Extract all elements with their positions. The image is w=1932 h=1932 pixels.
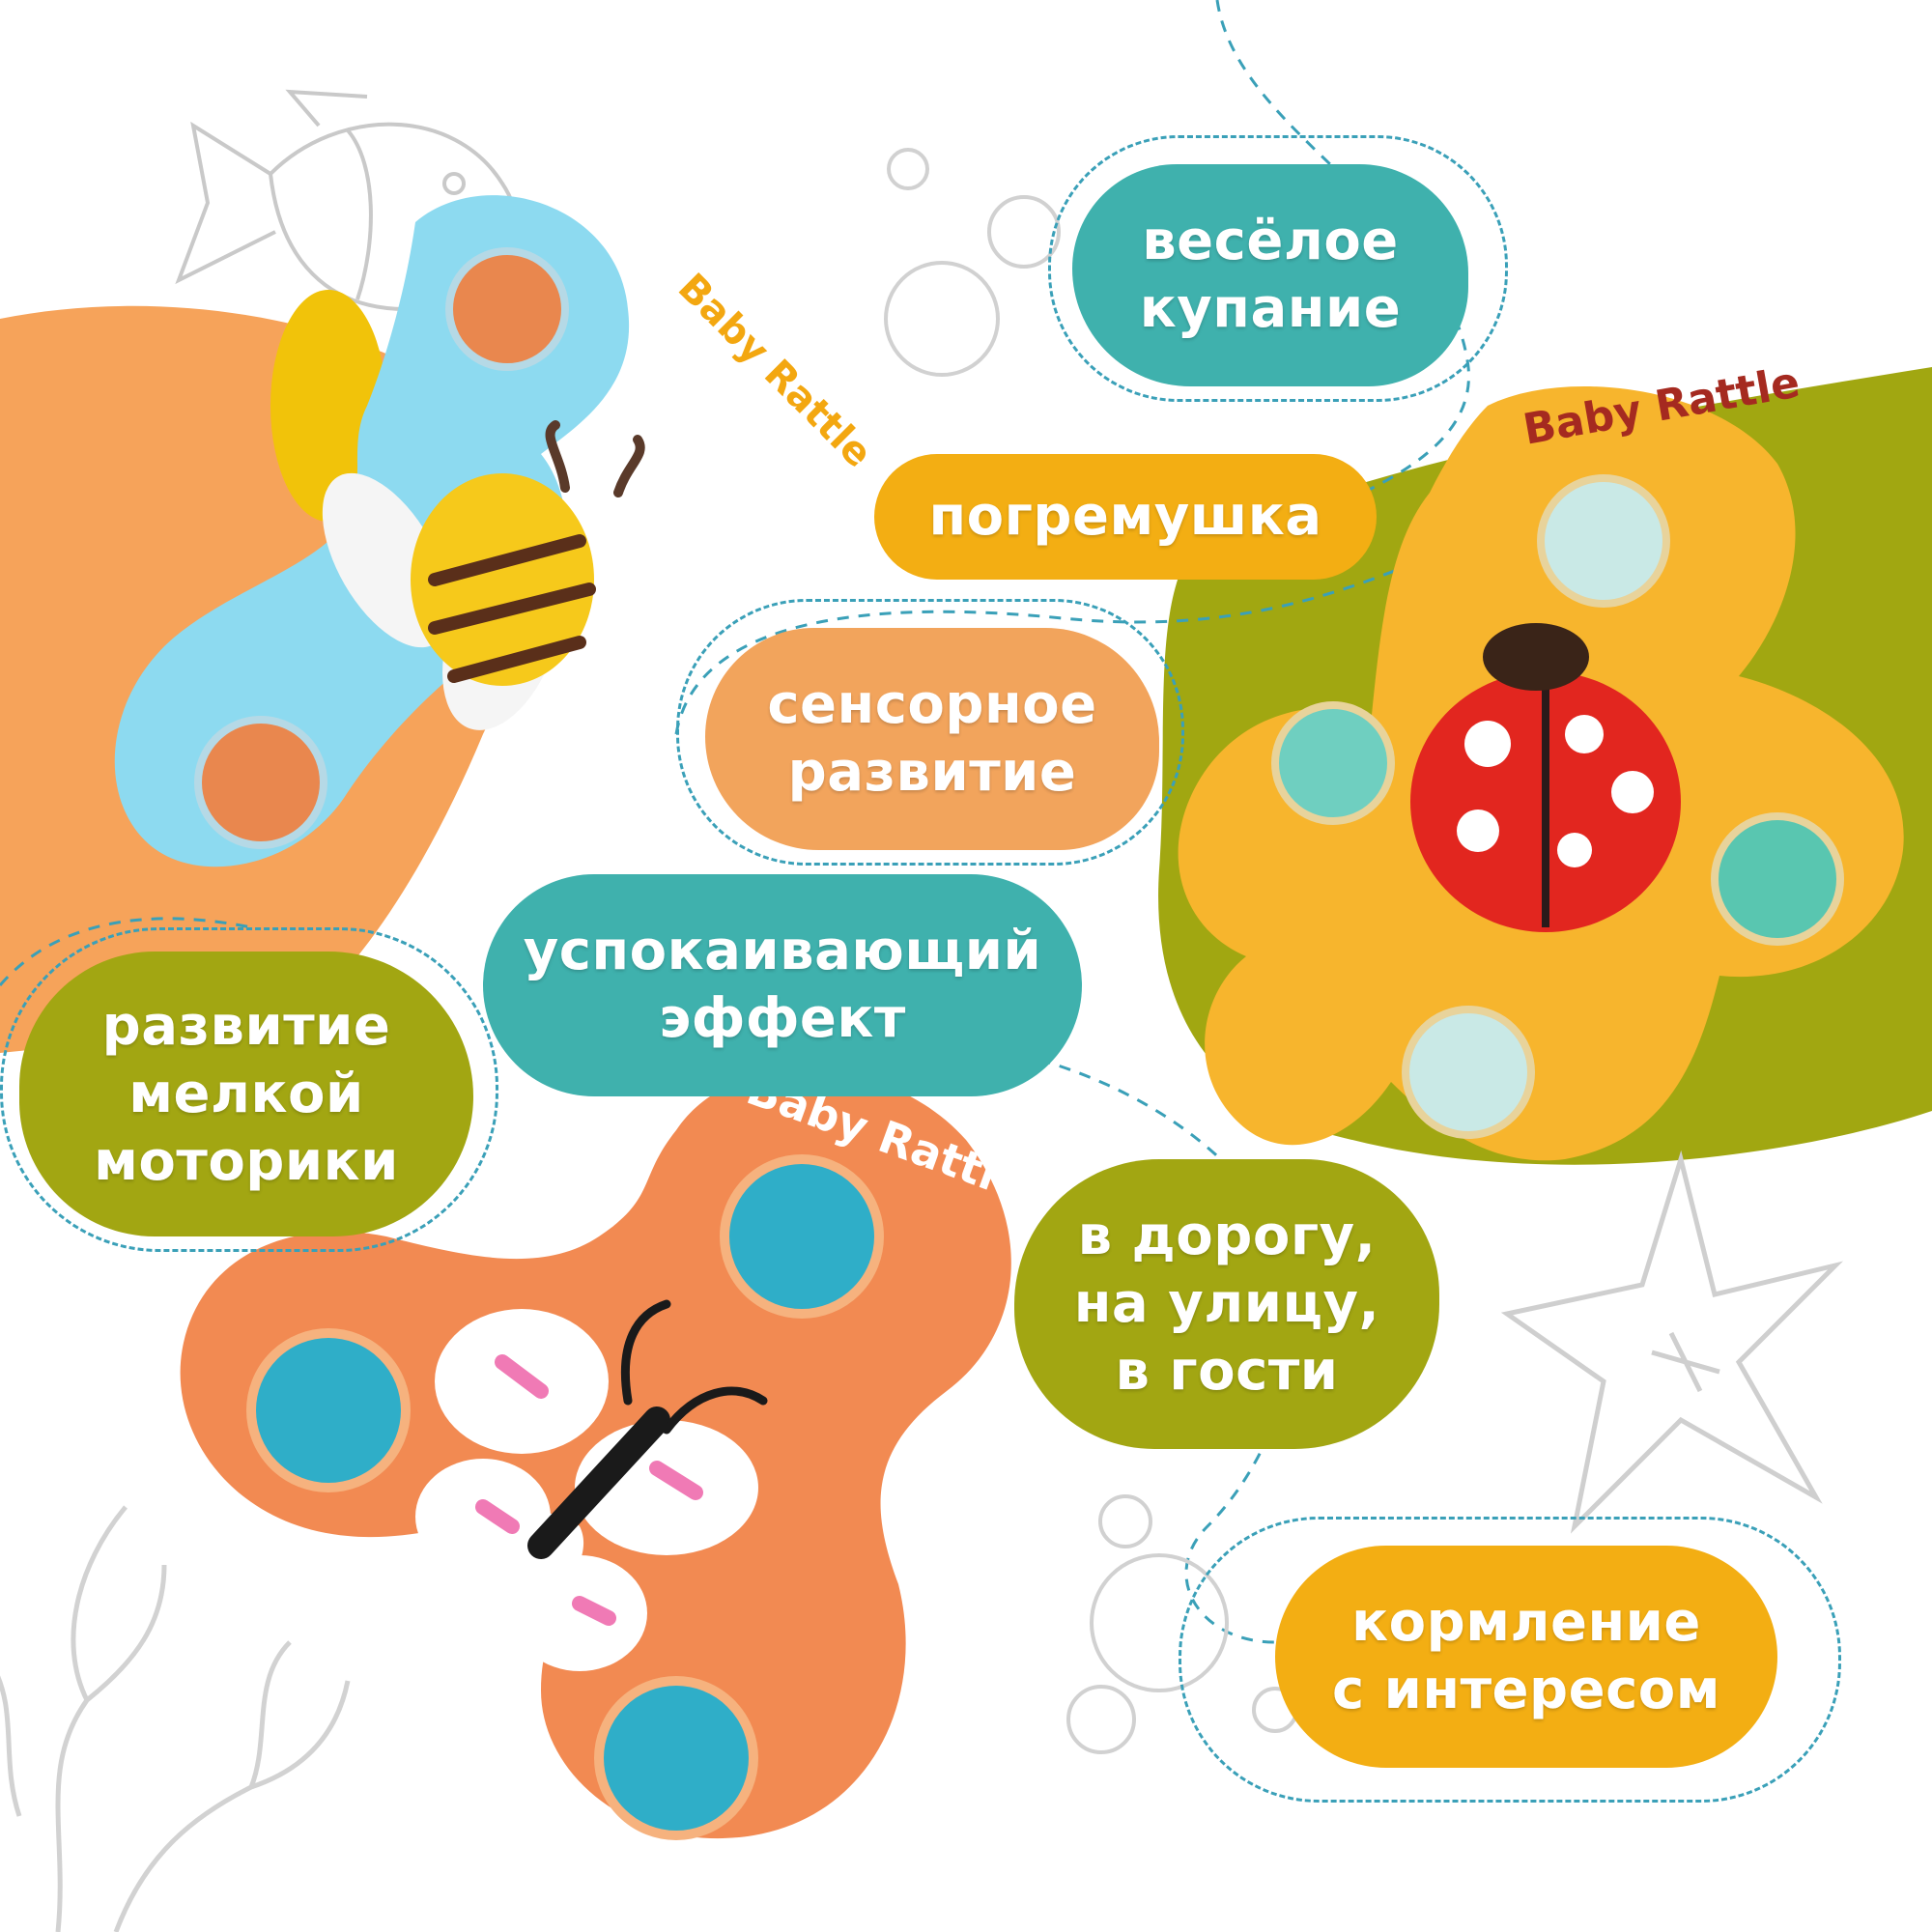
feature-travel-line-1: в дорогу, bbox=[1077, 1205, 1377, 1267]
bee-brand-text: Baby Rattle bbox=[669, 266, 880, 476]
feature-bath-line-1: весёлое bbox=[1142, 210, 1399, 272]
coral-outline-icon bbox=[0, 1505, 351, 1932]
feature-motor-badge: развитие мелкой моторики bbox=[19, 952, 473, 1236]
feature-bath-badge: весёлое купание bbox=[1072, 164, 1468, 386]
feature-feeding-badge: кормление с интересом bbox=[1275, 1546, 1777, 1768]
feature-calming-line-1: успокаивающий bbox=[523, 920, 1042, 982]
feature-travel-line-3: в гости bbox=[1115, 1340, 1339, 1403]
feature-rattle-line-1: погремушка bbox=[928, 485, 1322, 548]
feature-bath-line-2: купание bbox=[1139, 277, 1402, 340]
feature-feeding-line-1: кормление bbox=[1351, 1591, 1701, 1654]
butterfly-spinner-toy: Baby Rattle bbox=[180, 1063, 1033, 1840]
feature-calming-badge: успокаивающий эффект bbox=[483, 874, 1082, 1096]
feature-rattle-badge: погремушка bbox=[874, 454, 1377, 580]
feature-sensory-line-1: сенсорное bbox=[767, 673, 1097, 736]
feature-feeding-line-2: с интересом bbox=[1331, 1659, 1721, 1721]
feature-sensory-badge: сенсорное развитие bbox=[705, 628, 1159, 850]
feature-travel-badge: в дорогу, на улицу, в гости bbox=[1014, 1159, 1439, 1449]
feature-travel-line-2: на улицу, bbox=[1073, 1272, 1380, 1335]
feature-motor-line-2: мелкой bbox=[128, 1062, 364, 1125]
feature-motor-line-3: моторики bbox=[94, 1129, 399, 1193]
feature-calming-line-2: эффект bbox=[659, 987, 906, 1050]
starfish-outline-icon bbox=[1500, 1150, 1844, 1534]
feature-motor-line-1: развитие bbox=[101, 994, 391, 1058]
feature-sensory-line-2: развитие bbox=[787, 741, 1077, 804]
bubbles-outline-icon bbox=[884, 148, 1298, 1754]
